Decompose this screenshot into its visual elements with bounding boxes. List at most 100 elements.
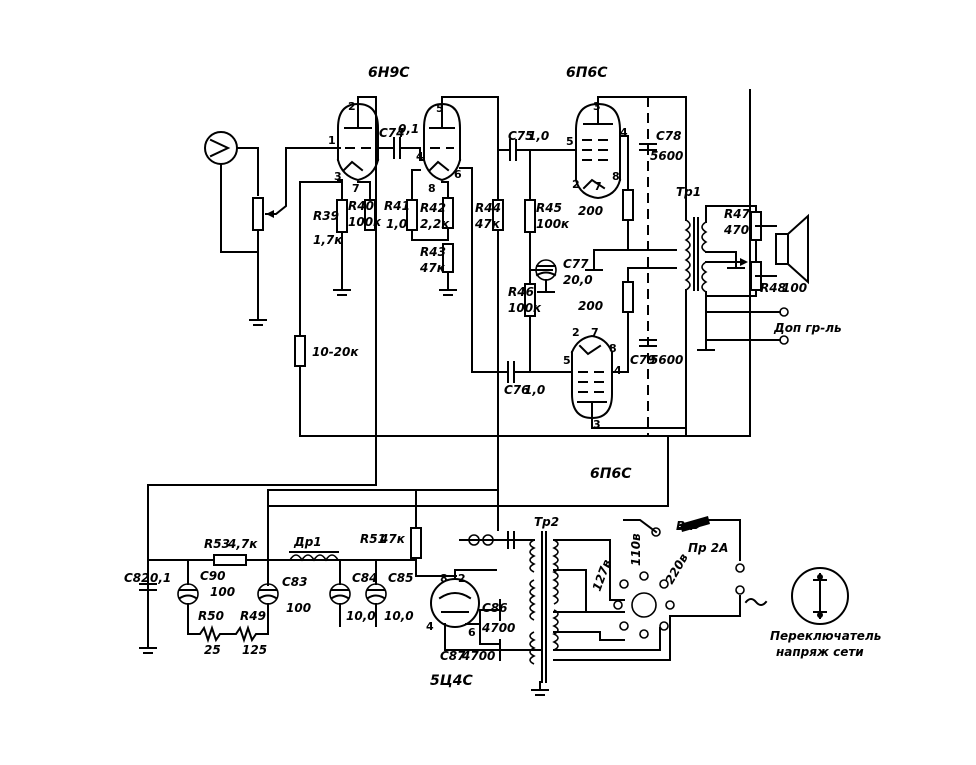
r43-value: 47к xyxy=(419,261,446,275)
c77-label: C77 xyxy=(563,257,589,271)
selector-icon xyxy=(791,567,849,625)
tube-v3 xyxy=(570,334,614,429)
r51-label: R51 xyxy=(360,532,386,546)
v1-pin-6: 6 xyxy=(454,168,462,181)
c76-value: 1,0 xyxy=(524,383,545,397)
stage1-wiring xyxy=(147,89,751,591)
r40-label: R40 xyxy=(348,199,374,213)
c77-value: 20,0 xyxy=(563,273,593,287)
tube-v3-label: 6П6С xyxy=(590,466,632,482)
r45-value: 100к xyxy=(536,217,570,231)
rect-pin-4: 4 xyxy=(426,620,434,633)
tube-rect-label: 5Ц4С xyxy=(430,673,473,689)
tube-v2 xyxy=(574,96,622,200)
r51-value: 47к xyxy=(379,532,406,546)
v3-pin-8: 8 xyxy=(609,342,617,355)
tap-220-label: 220в xyxy=(662,551,691,587)
r200b-value: 200 xyxy=(578,299,603,313)
c82-value: 0,1 xyxy=(150,571,171,585)
v3-pin-2: 2 xyxy=(572,326,580,339)
v1-pin-3: 3 xyxy=(334,170,342,183)
r50-label: R50 xyxy=(198,609,224,623)
v3-pin-7: 7 xyxy=(591,326,599,339)
c79-label: C79 xyxy=(630,353,656,367)
c74-value: 0,1 xyxy=(398,122,419,136)
v2-pin-5: 5 xyxy=(566,135,574,148)
c86-value: 4700 xyxy=(481,621,515,635)
r41-label: R41 xyxy=(384,199,410,213)
r39-value: 1,7к xyxy=(313,233,343,247)
voltage-selector xyxy=(613,571,675,639)
r40-value: 100к xyxy=(348,215,382,229)
c86-label: C86 xyxy=(482,601,508,615)
r43-label: R43 xyxy=(420,245,446,259)
power-supply-filter xyxy=(139,489,457,654)
r46-value: 100к xyxy=(508,301,542,315)
power-transformer xyxy=(459,489,768,696)
tr1-label: Тр1 xyxy=(676,185,701,199)
r53-label: R53 xyxy=(204,537,230,551)
c78-value: 5600 xyxy=(650,149,683,163)
v3-pin-4: 4 xyxy=(614,364,622,377)
v1-pin-2: 2 xyxy=(348,100,356,113)
r48-label: R48 xyxy=(760,281,786,295)
c75-label: C75 xyxy=(508,129,534,143)
switch-label: Вк xyxy=(676,519,694,533)
v2-pin-3: 3 xyxy=(593,100,601,113)
pickup-input xyxy=(204,131,341,326)
tr2-label: Тр2 xyxy=(534,515,559,529)
tap-110-label: 110в xyxy=(629,533,643,566)
tube-rectifier xyxy=(430,569,541,661)
c87-label: C87 xyxy=(440,649,466,663)
c83-label: C83 xyxy=(282,575,308,589)
c75-value: 1,0 xyxy=(528,129,549,143)
rect-pin-8: 8 xyxy=(440,572,448,585)
v2-pin-7: 7 xyxy=(594,180,602,193)
v1-pin-5: 5 xyxy=(436,102,444,115)
tube-v1-label: 6Н9С xyxy=(368,65,410,81)
c76-label: C76 xyxy=(504,383,530,397)
r42-value: 2,2к xyxy=(420,217,450,231)
v3-pin-3: 3 xyxy=(593,418,601,431)
v1-pin-1: 1 xyxy=(328,134,336,147)
c74-label: C74 xyxy=(379,126,405,140)
c87-value: 4700 xyxy=(461,649,495,663)
r41-value: 1,0 xyxy=(386,217,407,231)
c82-label: C82 xyxy=(124,571,150,585)
c84-value: 10,0 xyxy=(346,609,376,623)
r53-value: 4,7к xyxy=(227,537,258,551)
c84-label: C84 xyxy=(352,571,378,585)
v1-pin-7: 7 xyxy=(352,182,360,195)
v2-pin-8: 8 xyxy=(612,170,620,183)
c79-value: 5600 xyxy=(650,353,683,367)
rect-pin-2: 2 xyxy=(458,572,466,585)
c90-value: 100 xyxy=(210,585,235,599)
r49-value: 125 xyxy=(242,643,267,657)
selector-caption-line1: Переключатель xyxy=(770,629,881,643)
c83-value: 100 xyxy=(286,601,311,615)
rect-pin-6: 6 xyxy=(468,626,476,639)
fuse-label: Пр 2А xyxy=(688,541,728,555)
r50-value: 25 xyxy=(204,643,221,657)
v2-pin-2: 2 xyxy=(572,178,580,191)
tube-v1 xyxy=(336,96,462,182)
r44-label: R44 xyxy=(475,201,501,215)
v3-pin-5: 5 xyxy=(563,354,571,367)
rfb-value: 10-20к xyxy=(312,345,359,359)
c85-value: 10,0 xyxy=(384,609,414,623)
output-transformer xyxy=(684,205,809,351)
stage2-wiring xyxy=(524,96,687,436)
r47-value: 470 xyxy=(723,223,749,237)
extra-speaker-label: Доп гр-ль xyxy=(773,321,842,335)
selector-caption-line2: напряж сети xyxy=(776,645,864,659)
c78-label: C78 xyxy=(656,129,682,143)
v2-pin-4: 4 xyxy=(620,126,628,139)
r42-label: R42 xyxy=(420,201,446,215)
r200a-value: 200 xyxy=(578,204,603,218)
tube-v2-label: 6П6С xyxy=(566,65,608,81)
supply-bus-wiring xyxy=(267,427,687,561)
r48-value: 100 xyxy=(782,281,807,295)
c85-label: C85 xyxy=(388,571,414,585)
r47-label: R47 xyxy=(724,207,751,221)
